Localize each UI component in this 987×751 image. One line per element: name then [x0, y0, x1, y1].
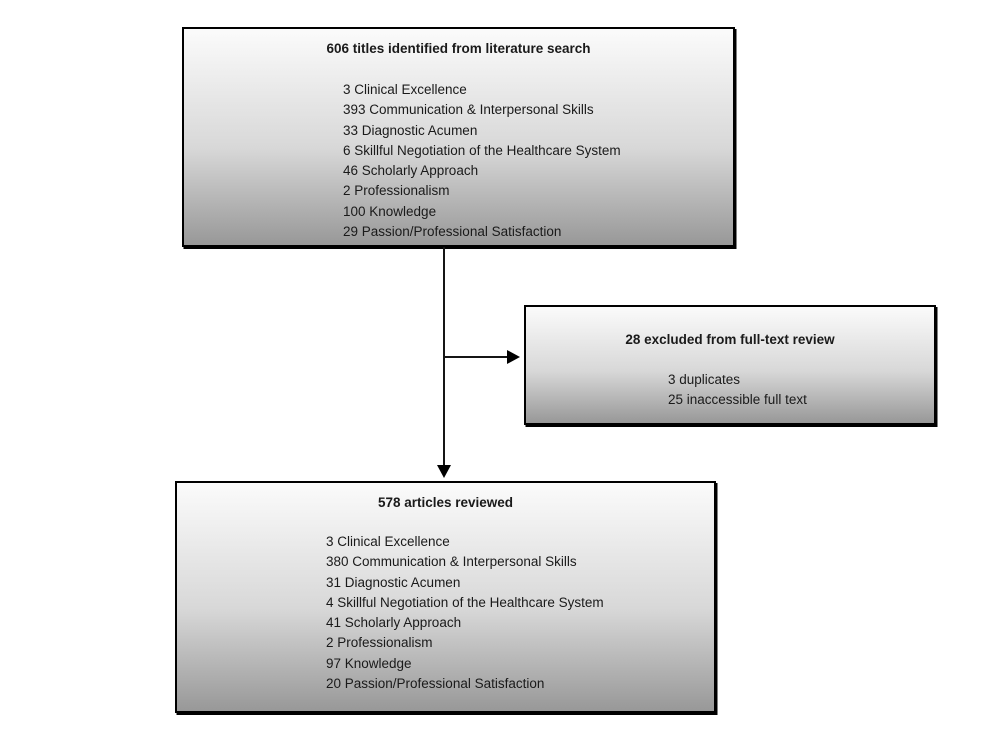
list-item: 97 Knowledge — [326, 655, 412, 671]
excluded-box-list: 3 duplicates 25 inaccessible full text — [526, 370, 934, 411]
excluded-box-title: 28 excluded from full-text review — [625, 332, 835, 347]
list-item: 380 Communication & Interpersonal Skills — [326, 554, 577, 570]
list-item: 31 Diagnostic Acumen — [326, 574, 461, 590]
list-item: 20 Passion/Professional Satisfaction — [326, 676, 545, 692]
list-item: 393 Communication & Interpersonal Skills — [343, 102, 594, 118]
list-item: 33 Diagnostic Acumen — [343, 122, 478, 138]
list-item: 4 Skillful Negotiation of the Healthcare… — [326, 594, 604, 610]
connector-horizontal-line — [444, 356, 507, 358]
identified-box-list: 3 Clinical Excellence 393 Communication … — [184, 80, 733, 242]
arrowhead-down-icon — [437, 465, 451, 478]
reviewed-box: 578 articles reviewed 3 Clinical Excelle… — [175, 481, 716, 713]
reviewed-box-title: 578 articles reviewed — [377, 495, 514, 510]
list-item: 2 Professionalism — [326, 635, 433, 651]
arrowhead-right-icon — [507, 350, 520, 364]
excluded-box: 28 excluded from full-text review 3 dupl… — [524, 305, 936, 425]
identified-box: 606 titles identified from literature se… — [182, 27, 735, 247]
list-item: 3 duplicates — [668, 372, 741, 387]
list-item: 29 Passion/Professional Satisfaction — [343, 224, 562, 240]
list-item: 100 Knowledge — [343, 203, 437, 219]
identified-box-title: 606 titles identified from literature se… — [326, 41, 591, 56]
list-item: 3 Clinical Excellence — [326, 534, 450, 549]
list-item: 3 Clinical Excellence — [343, 82, 467, 97]
list-item: 6 Skillful Negotiation of the Healthcare… — [343, 142, 621, 158]
list-item: 41 Scholarly Approach — [326, 615, 462, 631]
list-item: 25 inaccessible full text — [668, 392, 807, 408]
reviewed-box-list: 3 Clinical Excellence 380 Communication … — [177, 532, 714, 694]
list-item: 46 Scholarly Approach — [343, 163, 479, 179]
list-item: 2 Professionalism — [343, 183, 450, 199]
